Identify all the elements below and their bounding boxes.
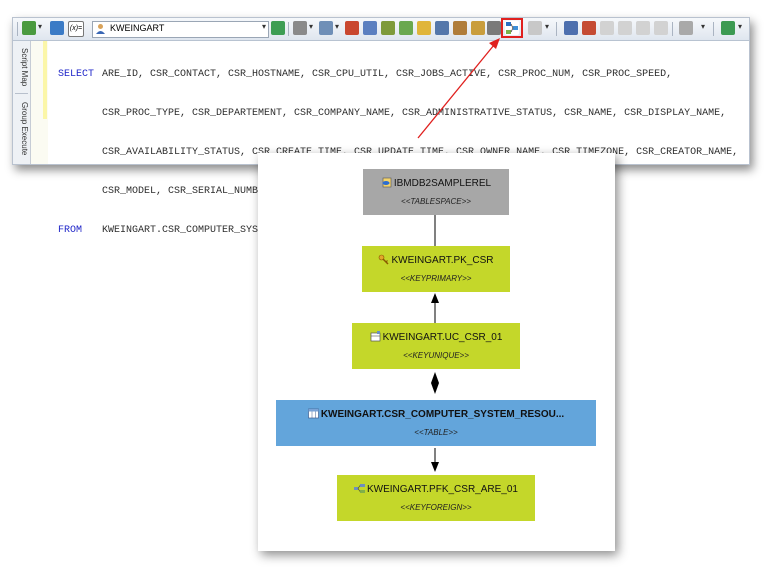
chevron-down-icon[interactable]: ▾ [738, 22, 743, 31]
schema-select[interactable]: KWEINGART ▾ [92, 21, 269, 38]
editor-toolbar: ▾ (x)= KWEINGART ▾ ▾ ▾ [13, 18, 749, 41]
node-tablespace[interactable]: IBMDB2SAMPLEREL <<TABLESPACE>> [363, 169, 509, 215]
tablespace-icon [382, 177, 392, 188]
sql-line-2: CSR_PROC_TYPE, CSR_DEPARTEMENT, CSR_COMP… [102, 108, 727, 119]
ddl-icon[interactable] [399, 21, 413, 35]
tab-group-execute[interactable]: Group Execute [20, 102, 29, 156]
dependencies-icon[interactable] [505, 21, 519, 35]
unique-key-icon [370, 331, 380, 342]
step-into-icon[interactable] [600, 21, 614, 35]
notes-icon[interactable] [435, 21, 449, 35]
diamond-icon [431, 372, 439, 394]
key-icon [379, 254, 389, 265]
stop-icon[interactable] [679, 21, 693, 35]
explain-icon[interactable] [50, 21, 64, 35]
query-builder-icon[interactable] [363, 21, 377, 35]
link-icon[interactable] [471, 21, 485, 35]
sql-keyword-select: SELECT [58, 69, 95, 80]
sql-line-5: KWEINGART.CSR_COMPUTER_SYSTEM_RESOURCES; [102, 225, 343, 236]
tablespace-name: IBMDB2SAMPLEREL [393, 178, 492, 189]
sql-line-1: ARE_ID, CSR_CONTACT, CSR_HOSTNAME, CSR_C… [102, 69, 673, 80]
sql-editor-window: ▾ (x)= KWEINGART ▾ ▾ ▾ [12, 17, 750, 236]
chevron-down-icon[interactable]: ▾ [38, 22, 43, 31]
node-unique-constraint[interactable]: KWEINGART.UC_CSR_01 <<KEYUNIQUE>> [352, 323, 520, 369]
step-return-icon[interactable] [654, 21, 668, 35]
sql-line: SELECT ARE_ID, CSR_CONTACT, CSR_HOSTNAME,… [58, 68, 745, 81]
user-icon [96, 24, 105, 34]
diagram-connectors [431, 215, 439, 472]
unique-constraint-stereotype: <<KEYUNIQUE>> [403, 351, 469, 360]
tab-separator [15, 93, 28, 94]
chevron-down-icon: ▾ [261, 22, 266, 31]
table-name: KWEINGART.CSR_COMPUTER_SYSTEM_RESOU... [320, 409, 565, 420]
highlight-icon[interactable] [417, 21, 431, 35]
toolbar-separator [556, 22, 557, 36]
refresh-icon[interactable] [271, 21, 285, 35]
toolbar-separator [288, 22, 289, 36]
object-icon[interactable] [345, 21, 359, 35]
node-primary-key[interactable]: KWEINGART.PK_CSR <<KEYPRIMARY>> [362, 246, 510, 292]
sql-line-3: CSR_AVAILABILITY_STATUS, CSR_CREATE_TIME… [102, 147, 739, 158]
sql-line: CSR_PROC_TYPE, CSR_DEPARTEMENT, CSR_COMP… [58, 107, 745, 120]
sql-line: CSR_AVAILABILITY_STATUS, CSR_CREATE_TIME… [58, 146, 745, 159]
node-foreign-key[interactable]: KWEINGART.PFK_CSR_ARE_01 <<KEYFOREIGN>> [337, 475, 535, 521]
toolbar-separator [17, 22, 18, 36]
arrowhead-up-icon [431, 293, 439, 303]
breakpoint-icon[interactable] [582, 21, 596, 35]
side-panel: Script Map Group Execute [13, 41, 31, 164]
foreign-key-name: KWEINGART.PFK_CSR_ARE_01 [367, 484, 518, 495]
node-table[interactable]: KWEINGART.CSR_COMPUTER_SYSTEM_RESOU... <… [276, 400, 596, 446]
table-icon [307, 408, 319, 419]
settings-icon[interactable] [487, 21, 501, 35]
tab-script-map[interactable]: Script Map [20, 47, 29, 87]
format-icon[interactable] [293, 21, 307, 35]
toolbar-separator [672, 22, 673, 36]
sql-line: CSR_MODEL, CSR_SERIAL_NUMBER [58, 185, 745, 198]
arrowhead-down-icon [431, 462, 439, 472]
primary-key-name: KWEINGART.PK_CSR [391, 255, 494, 266]
watch-icon[interactable] [528, 21, 542, 35]
unique-constraint-name: KWEINGART.UC_CSR_01 [382, 332, 503, 343]
change-marker [43, 41, 47, 119]
sql-keyword-from: FROM [58, 225, 83, 236]
dependency-diagram: IBMDB2SAMPLEREL <<TABLESPACE>> KWEINGART… [258, 153, 615, 551]
sql-line-4: CSR_MODEL, CSR_SERIAL_NUMBER [102, 186, 271, 197]
foreign-key-icon [354, 484, 365, 493]
tablespace-stereotype: <<TABLESPACE>> [401, 197, 471, 206]
run-icon[interactable] [22, 21, 36, 35]
chevron-down-icon[interactable]: ▾ [309, 22, 314, 31]
compare-icon[interactable] [453, 21, 467, 35]
describe-icon[interactable] [381, 21, 395, 35]
chevron-down-icon[interactable]: ▾ [335, 22, 340, 31]
foreign-key-stereotype: <<KEYFOREIGN>> [400, 503, 472, 512]
toolbar-separator [713, 22, 714, 36]
table-stereotype: <<TABLE>> [414, 428, 458, 437]
variables-icon[interactable]: (x)= [68, 21, 84, 37]
primary-key-stereotype: <<KEYPRIMARY>> [400, 274, 472, 283]
step-over-icon[interactable] [618, 21, 632, 35]
step-out-icon[interactable] [636, 21, 650, 35]
chevron-down-icon[interactable]: ▾ [701, 22, 706, 31]
history-icon[interactable] [319, 21, 333, 35]
sql-line: FROM KWEINGART.CSR_COMPUTER_SYSTEM_RESOUR… [58, 224, 745, 237]
chevron-down-icon[interactable]: ▾ [545, 22, 550, 31]
export-icon[interactable] [721, 21, 735, 35]
run-step-icon[interactable] [564, 21, 578, 35]
schema-value: KWEINGART [110, 23, 165, 33]
highlight-box [501, 18, 523, 38]
